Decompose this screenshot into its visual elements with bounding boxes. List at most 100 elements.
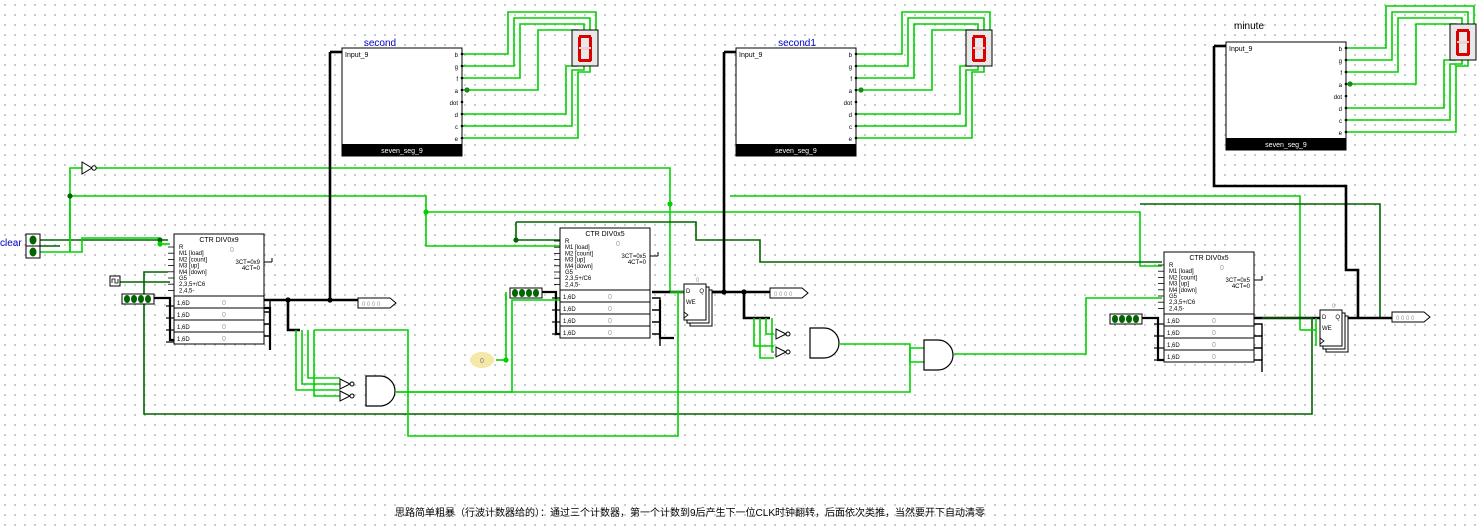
decoder-input-label: Input_9 [1229,46,1252,53]
decoder-pin-label: dot [450,101,459,107]
segment [1467,43,1470,55]
wire [516,221,1162,263]
junction-dot [285,297,291,303]
counter-data-label: 1,6D [563,319,576,325]
wire [462,17,591,67]
counter-mode-label: G5 [179,276,188,282]
counter-out-label: 4CT=0 [1232,284,1251,290]
and-body [809,327,840,359]
counter-data-label: 1,6D [563,307,576,313]
counter-data-value: 0 [222,312,226,319]
wire [753,318,774,347]
segment [1456,31,1459,43]
counter-data-row [1163,349,1255,363]
segment [589,37,592,49]
ff-body [1319,309,1343,347]
ff-clock [683,311,689,319]
input-bit [1112,315,1118,323]
wire [307,330,340,379]
ff-q-label: Q [699,289,704,295]
input-bit [138,295,144,303]
ff-we-label: WE [686,300,696,306]
and-gate-3 [923,339,954,371]
ff-body [683,283,707,321]
pin [460,136,464,140]
probe-text: 0 0 0 0 [774,292,793,298]
counter-top-value: 0 [616,241,620,248]
clear-pin [25,245,41,259]
wire [652,333,661,346]
counter-data-value: 0 [608,294,612,301]
counter-title: CTR DIV0x9 [199,237,238,244]
not-body [339,390,352,402]
counter-top-value: 0 [230,247,234,254]
ff-value: 0 [696,278,700,284]
junction-dot [327,297,333,303]
wire [396,299,562,393]
wire [1340,5,1475,49]
decoder-pin-label: b [455,53,459,59]
segment [983,49,986,61]
counter-out-label: 4CT=0 [628,260,647,266]
wire [1212,46,1360,318]
wire [1340,60,1469,133]
counter-mode-label: 2,3,5+/C6 [1169,300,1196,306]
ff-d-label: D [686,289,691,295]
junction-dot [464,87,470,93]
label-minute: minute [1234,21,1264,32]
label-second: second [364,38,396,49]
counter-data-value: 0 [1212,330,1216,337]
input-bit [533,289,539,297]
counter-out-label: 4CT=0 [242,266,261,272]
junction-dot [721,289,727,295]
wire [856,66,979,127]
counter-data-label: 1,6D [1167,319,1180,325]
pin-value [29,235,37,245]
decoder-pin-label: d [455,113,458,119]
input-bit [526,289,532,297]
minute-display [1449,23,1477,61]
not-gate [775,346,791,358]
wire [426,211,1162,267]
not-bubble [349,381,355,387]
and-body [923,339,954,371]
probe-shape [357,297,397,309]
wire [856,17,985,67]
input-bit [512,289,518,297]
segment [589,49,592,61]
decoder-input-label: Input_9 [345,52,368,59]
probe-shape [769,287,809,299]
input-bit [1126,315,1132,323]
and-gate-1 [365,375,396,407]
caption-text: 思路简单粗暴（行波计数器给的）：通过三个计数器，第一个计数到9后产生下一位CLK… [395,506,985,519]
pin [854,136,858,140]
wire [658,300,674,340]
segment [1457,29,1469,32]
decoder-body [341,47,463,157]
decoder-pin-label: a [455,89,459,95]
segment [1457,41,1469,44]
wire [40,237,160,253]
decoder-pin-label: c [849,125,852,131]
wire [264,306,272,350]
probe-value: 0 [480,358,484,365]
wire [652,321,661,334]
pin [854,88,858,92]
segment [578,37,581,49]
ff-value: 0 [1332,304,1336,310]
counter-out-label: 3CT=0x9 [235,260,260,266]
flip-flop-1: D QWE 0 [683,278,713,327]
counter-mode-label: M1 [load] [565,245,590,251]
decoder-name: seven_seg_9 [775,148,817,155]
ff-we-label: WE [1322,326,1332,332]
value-probe: 0 [470,352,494,368]
wire [759,318,774,359]
counter-title: CTR DIV0x5 [1189,255,1228,262]
